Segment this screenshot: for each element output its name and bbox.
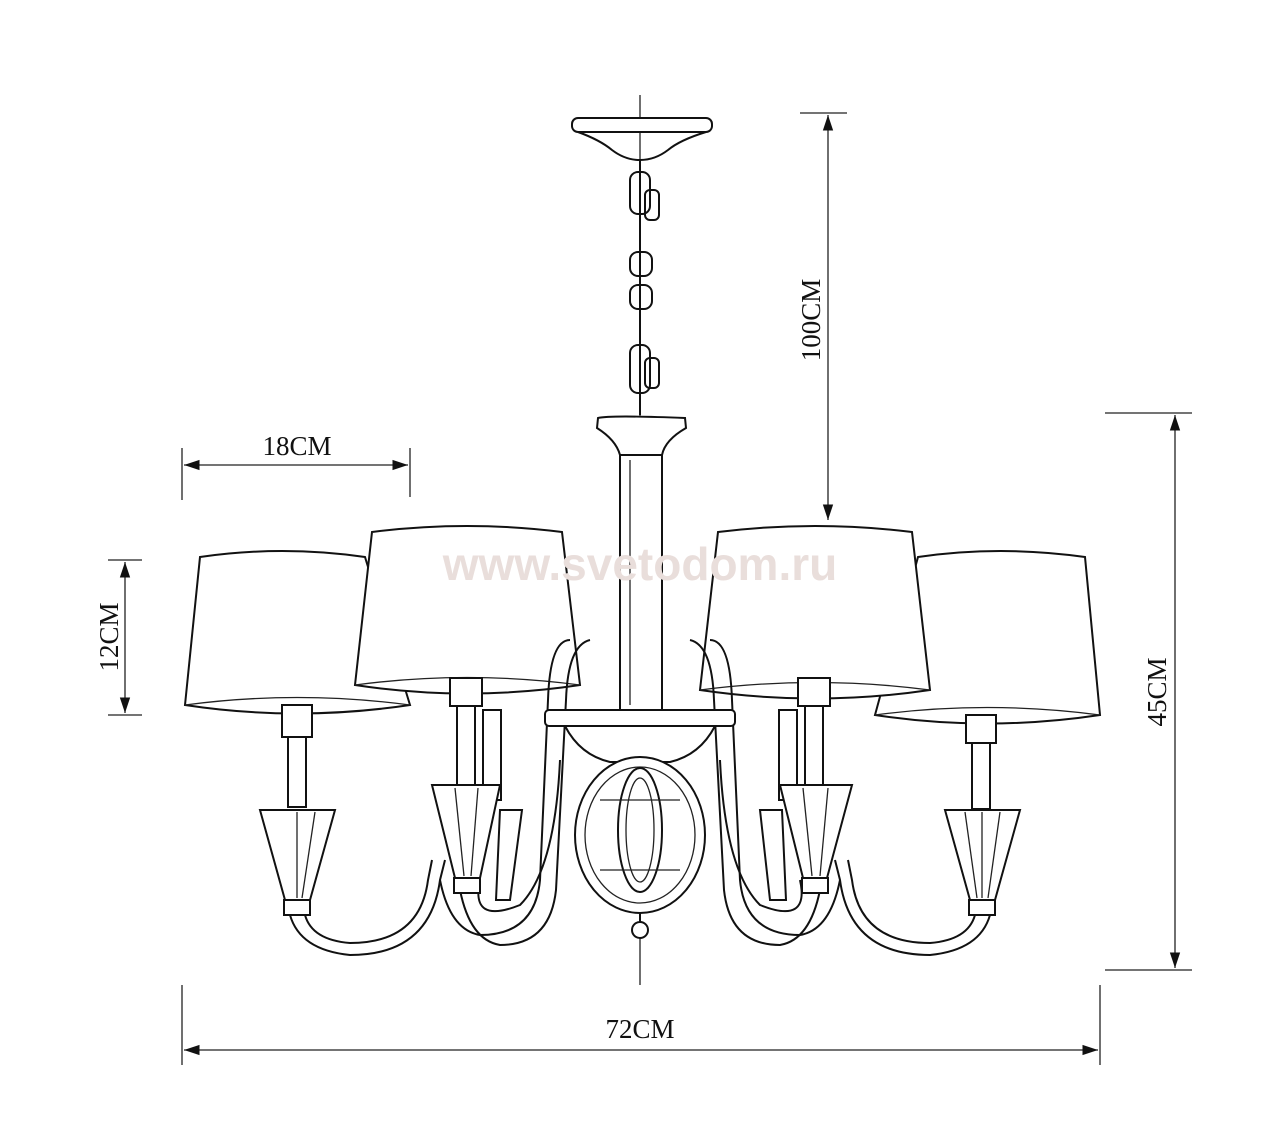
dimension-body-height: 45CM bbox=[1105, 412, 1192, 971]
chain bbox=[629, 160, 660, 415]
central-body bbox=[544, 709, 736, 939]
ceiling-canopy bbox=[571, 117, 713, 162]
lamp-shade-far-left bbox=[183, 550, 412, 715]
arms bbox=[289, 639, 991, 957]
central-stem bbox=[595, 415, 688, 711]
dimension-shade-height: 12CM bbox=[94, 559, 142, 716]
dimension-overall-width: 72CM bbox=[181, 985, 1101, 1065]
candle-holders bbox=[258, 677, 1022, 916]
watermark: www.svetodom.ru bbox=[442, 538, 837, 590]
dimension-label-12cm: 12CM bbox=[94, 602, 124, 671]
dimension-label-18cm: 18CM bbox=[262, 431, 331, 461]
dimension-label-100cm: 100CM bbox=[796, 279, 826, 362]
dimension-shade-width: 18CM bbox=[181, 431, 411, 500]
dimension-label-45cm: 45CM bbox=[1142, 657, 1172, 726]
lamp-shade-far-right bbox=[873, 550, 1102, 725]
dimension-label-72cm: 72CM bbox=[605, 1014, 674, 1044]
lamp-shade-left bbox=[353, 525, 582, 695]
dimension-chain-length: 100CM bbox=[796, 112, 847, 520]
